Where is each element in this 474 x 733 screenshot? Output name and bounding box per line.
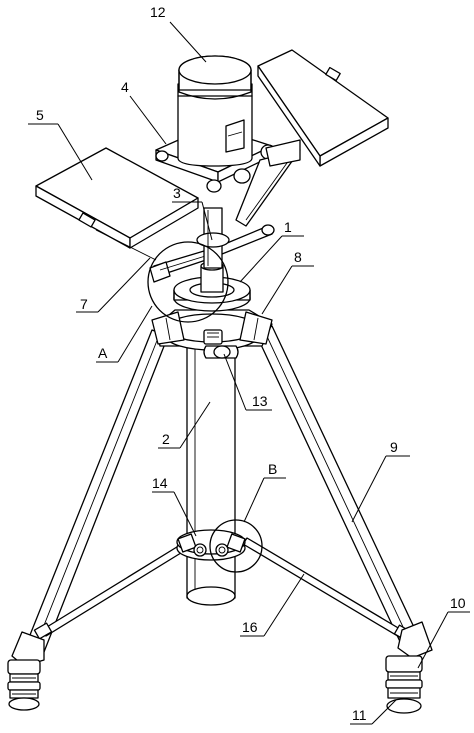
lower-clamp-ring <box>176 529 246 561</box>
label-13: 13 <box>252 393 268 409</box>
label-2: 2 <box>162 431 170 447</box>
label-11: 11 <box>352 707 367 723</box>
label-14: 14 <box>152 475 168 491</box>
foot-right <box>385 621 433 714</box>
foot-left <box>7 631 45 711</box>
shaft <box>196 207 230 269</box>
label-7: 7 <box>80 296 88 312</box>
label-3: 3 <box>173 185 181 201</box>
label-9: 9 <box>390 439 398 455</box>
label-12: 12 <box>150 4 166 20</box>
label-4: 4 <box>121 79 129 95</box>
leader-lines <box>28 21 470 725</box>
top-cylinder <box>173 261 251 312</box>
platform-left <box>35 147 199 261</box>
detail-circle-b <box>209 519 263 573</box>
label-1: 1 <box>284 219 292 235</box>
label-10: 10 <box>450 595 466 611</box>
label-16: 16 <box>242 619 258 635</box>
label-b: B <box>268 461 277 477</box>
top-device <box>177 55 253 167</box>
label-a: A <box>98 345 108 361</box>
center-column <box>186 337 236 606</box>
part-labels: 12 4 5 3 1 8 7 A 13 2 9 14 B 10 16 11 <box>36 4 466 723</box>
label-8: 8 <box>294 249 302 265</box>
platform-right <box>257 49 389 167</box>
detail-circle-a <box>147 241 229 323</box>
label-5: 5 <box>36 107 44 123</box>
lock-knob <box>203 329 239 359</box>
